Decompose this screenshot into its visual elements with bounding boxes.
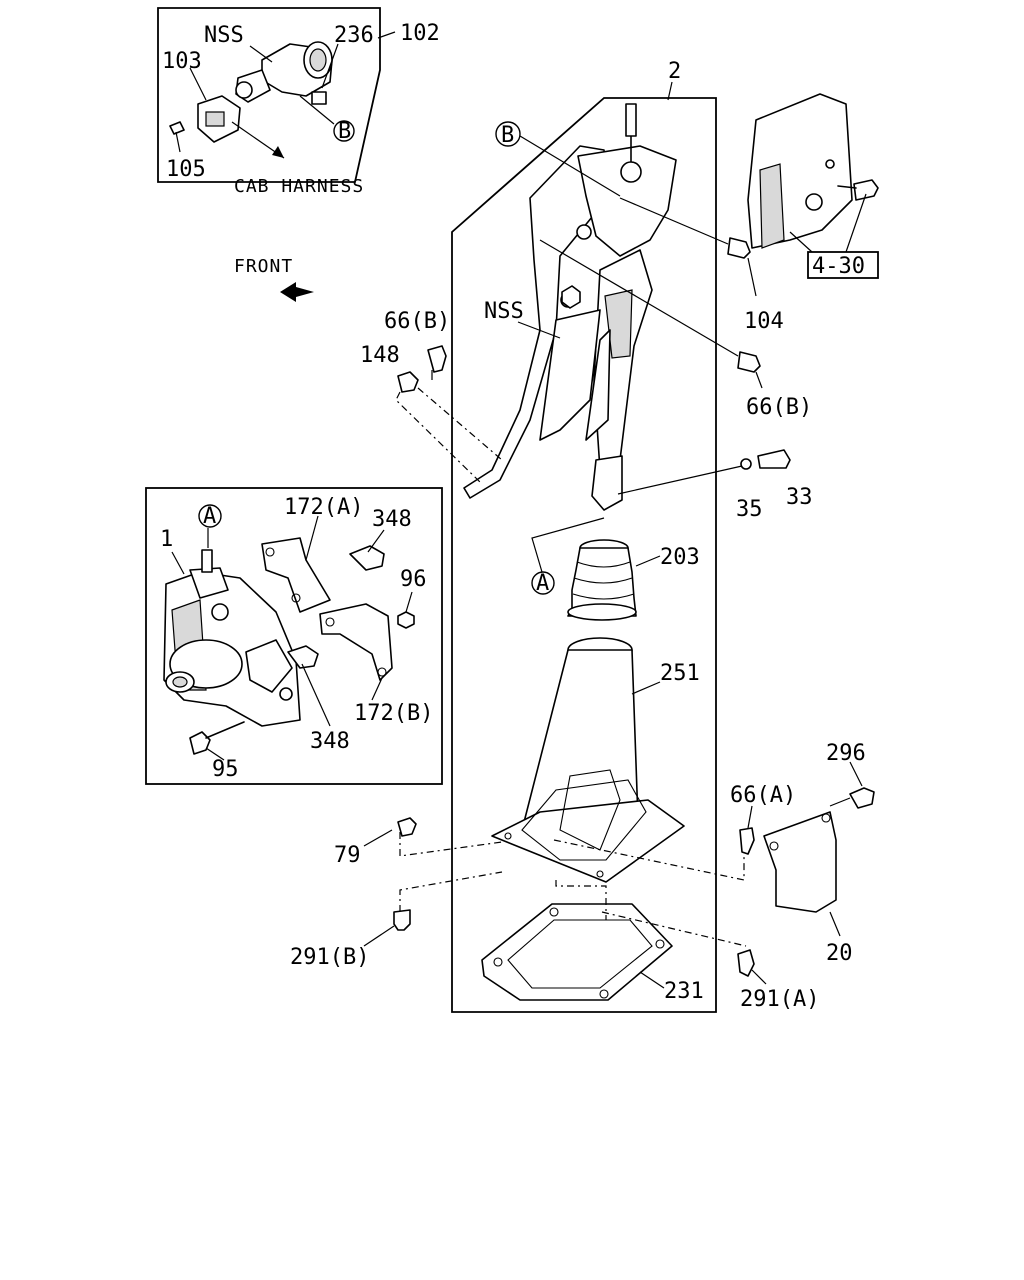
lower-left-fasteners: 79 291(B) xyxy=(290,817,417,970)
main-assembly: 2 4-30 B 104 xyxy=(360,59,879,1013)
part-20-label: 20 xyxy=(826,941,853,966)
part-4-30-label: 4-30 xyxy=(812,254,865,279)
part-95-label: 95 xyxy=(212,757,239,782)
part-96-label: 96 xyxy=(400,567,427,592)
part-348-top-label: 348 xyxy=(372,507,412,532)
part-66b-left-label: 66(B) xyxy=(384,309,450,334)
part-231-label: 231 xyxy=(664,979,704,1004)
part-251-label: 251 xyxy=(660,661,700,686)
part-35-label: 35 xyxy=(736,497,763,522)
part-104-label: 104 xyxy=(744,309,784,334)
front-arrow-icon xyxy=(280,282,314,302)
ref-b-main-label: B xyxy=(501,123,514,148)
part-296-label: 296 xyxy=(826,741,866,766)
part-102-label: 102 xyxy=(400,21,440,46)
ref-a-inset-label: A xyxy=(203,504,216,529)
part-172a-label: 172(A) xyxy=(284,495,363,520)
harness-inset: B NSS 236 102 103 105 CAB HARNESS xyxy=(157,7,440,197)
part-291b-label: 291(B) xyxy=(290,945,369,970)
part-2-label: 2 xyxy=(668,59,681,84)
nss-top-label: NSS xyxy=(204,23,244,48)
ref-b-top-label: B xyxy=(338,119,351,144)
ref-a-main-label: A xyxy=(536,571,549,596)
linkage-inset: A 1 172(A) 348 96 172(B) 348 95 xyxy=(145,487,443,785)
part-148-label: 148 xyxy=(360,343,400,368)
part-291a-label: 291(A) xyxy=(740,987,819,1012)
front-label: FRONT xyxy=(234,256,293,277)
part-79-label: 79 xyxy=(334,843,361,868)
part-66a-label: 66(A) xyxy=(730,783,796,808)
part-105-label: 105 xyxy=(166,157,206,182)
front-indicator: FRONT xyxy=(234,256,314,302)
part-103-label: 103 xyxy=(162,49,202,74)
part-33-label: 33 xyxy=(786,485,813,510)
cab-harness-label: CAB HARNESS xyxy=(234,176,364,197)
right-fasteners: 66(A) 20 296 291(A) xyxy=(730,741,875,1012)
part-348-bot-label: 348 xyxy=(310,729,350,754)
part-236-label: 236 xyxy=(334,23,374,48)
nss-main-label: NSS xyxy=(484,299,524,324)
part-203-label: 203 xyxy=(660,545,700,570)
part-66b-right-label: 66(B) xyxy=(746,395,812,420)
part-1-label: 1 xyxy=(160,527,173,552)
part-172b-label: 172(B) xyxy=(354,701,433,726)
